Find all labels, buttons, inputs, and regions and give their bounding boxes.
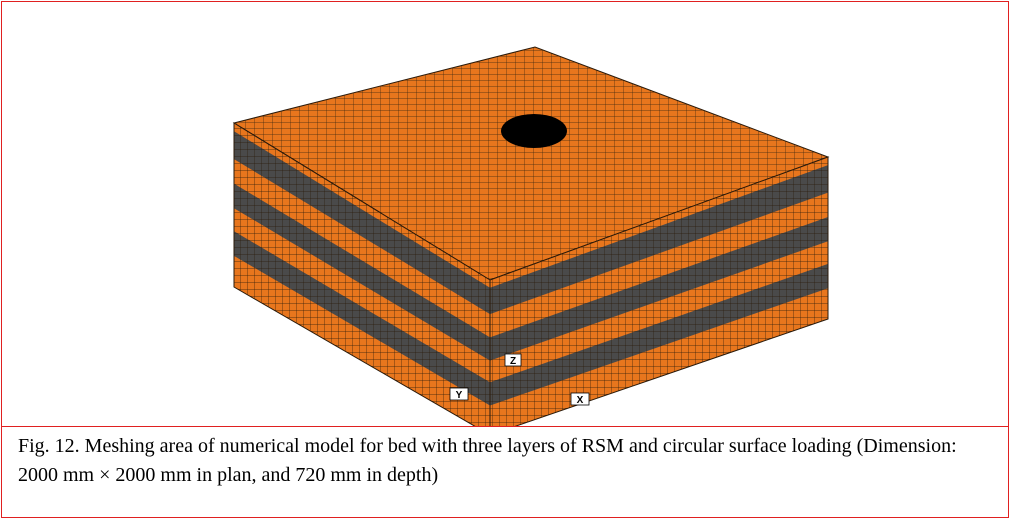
axis-z-text: Z bbox=[510, 356, 516, 367]
axis-x-text: X bbox=[577, 395, 584, 406]
mesh-model-illustration: Z Y X bbox=[232, 46, 830, 426]
figure-caption: Fig. 12. Meshing area of numerical model… bbox=[18, 435, 957, 486]
axis-label-y: Y bbox=[449, 387, 469, 401]
axis-y-text: Y bbox=[456, 390, 463, 401]
axis-label-z: Z bbox=[504, 353, 522, 367]
model-left-face bbox=[234, 123, 490, 426]
figure-image-panel: Z Y X bbox=[2, 2, 1008, 427]
axis-label-x: X bbox=[570, 392, 590, 406]
circular-loading-plate bbox=[501, 114, 567, 148]
